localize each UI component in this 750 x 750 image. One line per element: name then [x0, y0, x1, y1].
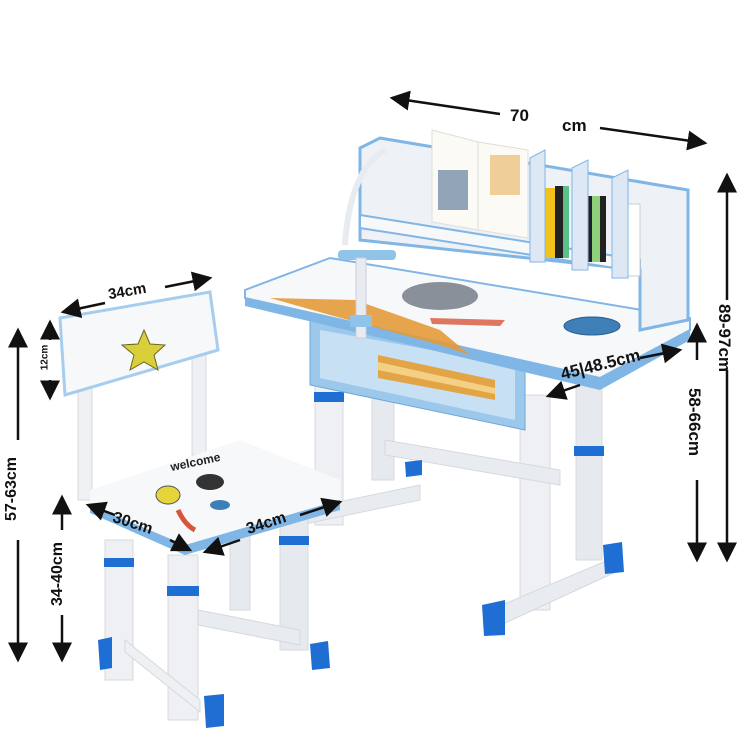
desk-surface-height-label: 58-66cm	[685, 387, 705, 457]
dimension-arrows	[7, 90, 737, 663]
desk-width-unit-label: cm	[562, 116, 587, 135]
desk-lamp	[338, 147, 396, 339]
chair-back-height-label: 12cm	[39, 344, 51, 371]
desk-width-label: 70	[510, 106, 529, 125]
chair	[58, 290, 340, 728]
desk-total-height-label: 89-97cm	[715, 303, 735, 373]
chair-seat-height-label: 34-40cm	[49, 541, 67, 607]
desk-bookshelf	[358, 129, 690, 332]
desk-storage-shelf	[309, 319, 526, 431]
chair-total-height-label: 57-63cm	[3, 456, 21, 522]
